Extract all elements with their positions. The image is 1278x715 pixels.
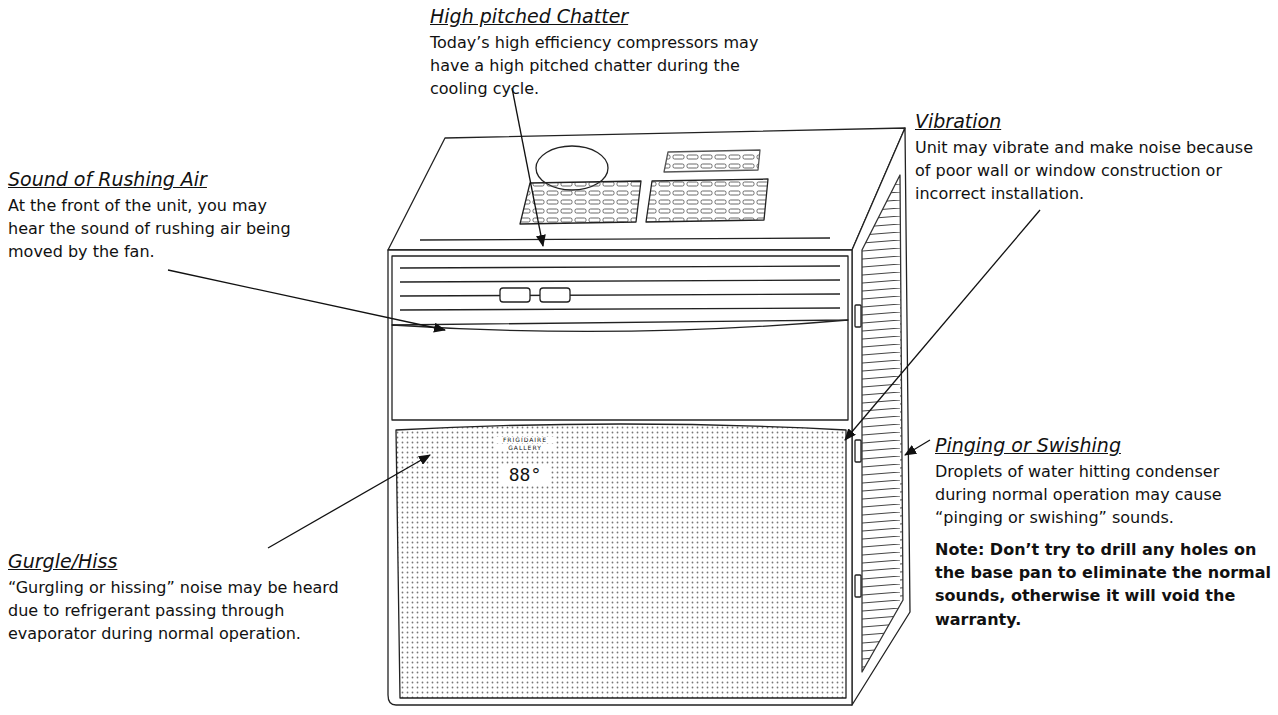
warning-note: Note: Don’t try to drill any holes on th…: [935, 538, 1273, 631]
callout-text: Droplets of water hitting condenser duri…: [935, 460, 1273, 530]
callout-heading: Gurgle/Hiss: [8, 548, 348, 576]
callout-heading: High pitched Chatter: [430, 3, 770, 31]
brand-name: GALLERY: [495, 445, 555, 451]
callout-heading: Pinging or Swishing: [935, 432, 1273, 460]
temperature-display: 88°: [500, 466, 550, 484]
callout-text: Unit may vibrate and make noise because …: [915, 136, 1273, 206]
callout-text: “Gurgling or hissing” noise may be heard…: [8, 576, 348, 646]
brand-name: FRIGIDAIRE: [495, 437, 555, 443]
callout-heading: Vibration: [915, 108, 1273, 136]
callout-text: Today’s high efficiency compressors may …: [430, 31, 770, 101]
callout-heading: Sound of Rushing Air: [8, 166, 308, 194]
callout-text: At the front of the unit, you may hear t…: [8, 194, 308, 264]
